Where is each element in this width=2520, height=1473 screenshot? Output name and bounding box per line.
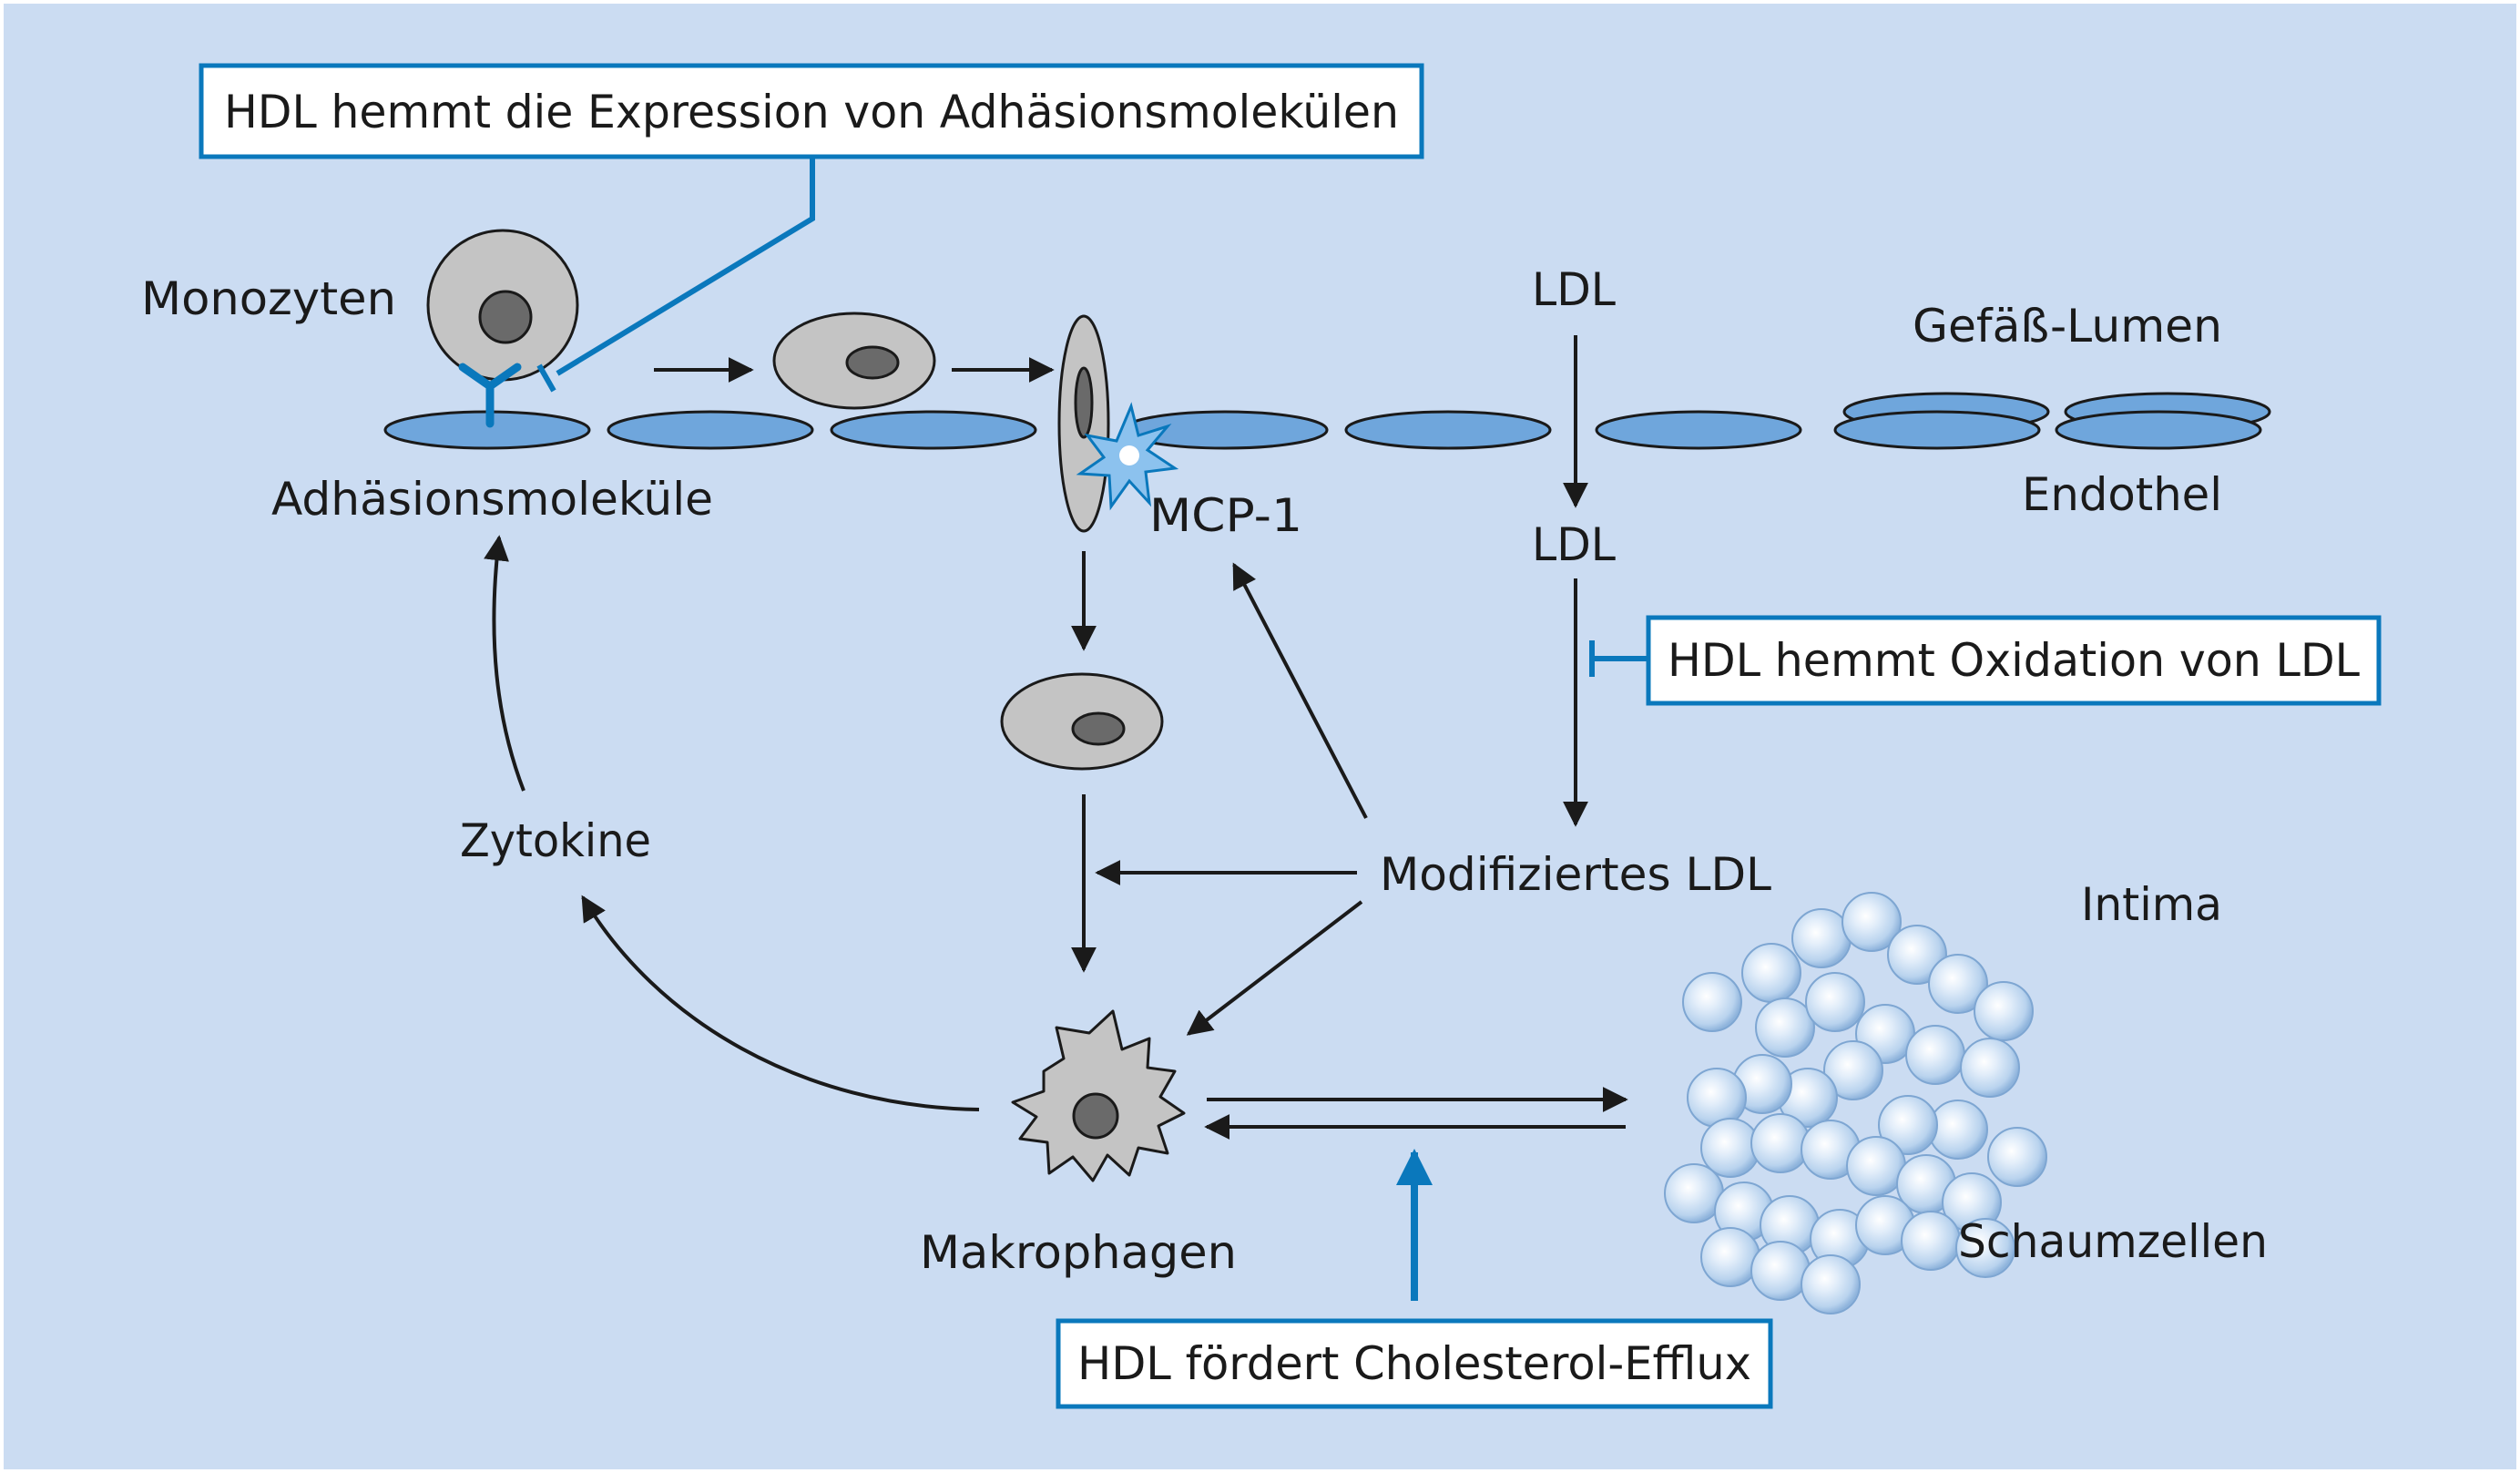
endothelium-layer [383, 392, 2271, 450]
label-monozyten: Monozyten [141, 272, 396, 325]
label-adhaesionsmolekuele: Adhäsionsmoleküle [271, 473, 713, 526]
adhesion-receptor-icon [458, 363, 522, 428]
label-gefaess-lumen: Gefäß-Lumen [1913, 300, 2222, 353]
mcp1-star-icon [1076, 402, 1179, 511]
diagram-labels: Monozyten Adhäsionsmoleküle MCP-1 LDL LD… [141, 263, 2268, 1279]
rolling-monocyte-icon [772, 312, 936, 410]
arrow-macrophage-to-zytokine [581, 895, 980, 1111]
hdl-oxidation-text: HDL hemmt Oxidation von LDL [1668, 634, 2360, 687]
hdl-adhesion-text: HDL hemmt die Expression von Adhäsionsmo… [224, 86, 1399, 138]
label-makrophagen: Makrophagen [920, 1226, 1237, 1279]
hdl-effect-lines [536, 157, 1647, 1301]
inhibition-bar [536, 363, 556, 393]
endothelial-cell [1344, 410, 1552, 450]
label-endothel: Endothel [2022, 468, 2222, 521]
label-ldl-intima: LDL [1532, 518, 1616, 571]
arrow-modldl-to-macrophage [1186, 900, 1363, 1036]
endothelial-cell [1595, 410, 1802, 450]
hdl-adhesion-box: HDL hemmt die Expression von Adhäsionsmo… [199, 63, 1424, 159]
label-schaumzellen: Schaumzellen [1958, 1215, 2268, 1268]
endothelial-cell [2055, 410, 2262, 450]
intima-monocyte-icon [1000, 672, 1164, 771]
hdl-efflux-box: HDL fördert Cholesterol-Efflux [1056, 1318, 1773, 1409]
transmigrating-monocyte-icon [1057, 314, 1110, 533]
label-modifiziertes-ldl: Modifiziertes LDL [1380, 848, 1771, 901]
macrophage-cell-icon [1011, 1009, 1186, 1182]
label-zytokine: Zytokine [460, 814, 651, 867]
arrow-modldl-to-mcp1 [1232, 562, 1368, 819]
process-arrows [484, 335, 1628, 1140]
label-ldl-lumen: LDL [1532, 263, 1616, 316]
arrow-zytokine-to-adhesion [484, 535, 525, 792]
label-intima: Intima [2081, 878, 2222, 931]
monocyte-cell-icon [426, 229, 579, 382]
foam-cell-cluster-icon [1664, 892, 2047, 1314]
label-mcp1: MCP-1 [1149, 489, 1302, 542]
hdl-oxidation-box: HDL hemmt Oxidation von LDL [1646, 615, 2382, 706]
endothelial-cell [1833, 410, 2041, 450]
hdl-adhesion-inhibition-line [556, 157, 815, 376]
endothelial-cell [607, 410, 814, 450]
hdl-efflux-text: HDL fördert Cholesterol-Efflux [1077, 1337, 1751, 1390]
endothelial-cell [830, 410, 1037, 450]
